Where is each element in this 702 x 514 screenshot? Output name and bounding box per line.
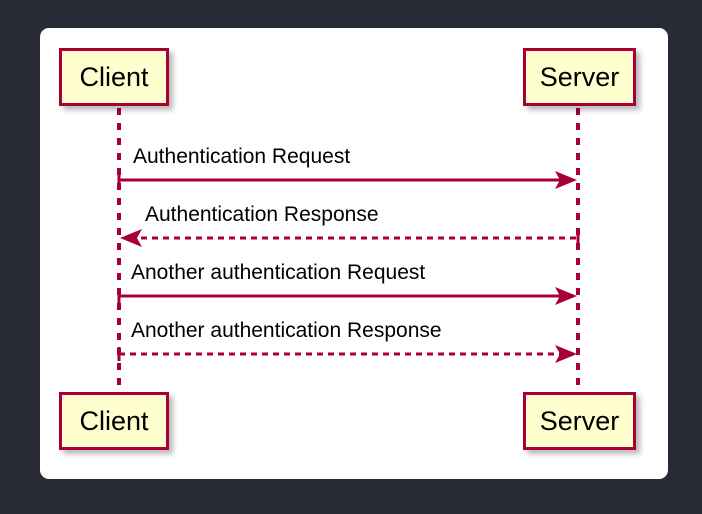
message-label-another-authentication-response: Another authentication Response [131,319,442,342]
sequence-diagram-graphics [117,108,580,392]
participant-client-bottom[interactable]: Client [59,392,169,450]
participant-server-top[interactable]: Server [523,48,636,106]
participant-server-top-label: Server [539,61,620,92]
message-label-authentication-request: Authentication Request [133,145,351,168]
participant-client-top[interactable]: Client [59,48,169,106]
message-label-another-authentication-request: Another authentication Request [131,261,426,284]
diagram-canvas: Client Server Client Server Authenticati… [40,28,668,479]
participant-server-bottom[interactable]: Server [523,392,636,450]
message-arrow-3 [117,287,577,305]
message-label-authentication-response: Authentication Response [145,203,379,226]
participant-client-bottom-label: Client [79,405,149,436]
participant-client-top-label: Client [79,61,149,92]
message-arrow-4 [117,345,577,363]
participant-server-bottom-label: Server [539,405,620,436]
message-arrow-2 [120,229,580,247]
message-arrow-1 [117,171,577,189]
